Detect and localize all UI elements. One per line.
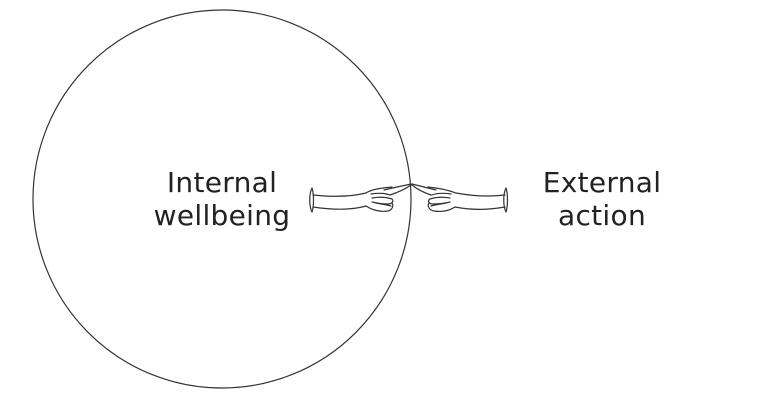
left-pointing-hand-icon — [309, 183, 412, 213]
right-pointing-hand-icon — [411, 183, 509, 213]
internal-label-line1: Internal — [166, 166, 278, 199]
internal-wellbeing-label: Internal wellbeing — [132, 166, 312, 232]
external-label-line1: External — [542, 166, 662, 199]
internal-wellbeing-circle — [32, 9, 412, 389]
internal-label-line2: wellbeing — [153, 199, 291, 232]
external-label-line2: action — [558, 199, 646, 232]
external-action-label: External action — [512, 166, 692, 232]
